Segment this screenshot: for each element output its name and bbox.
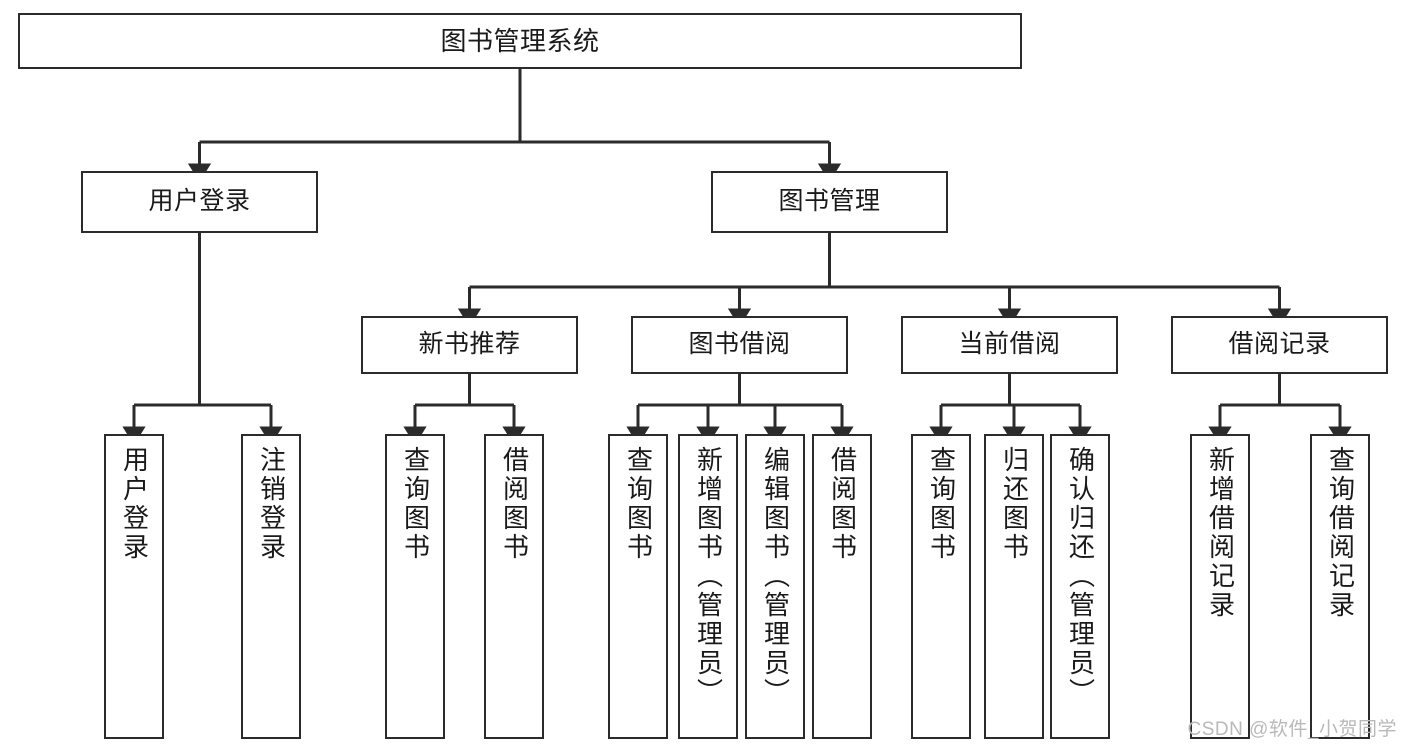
node-root[interactable]: 图书管理系统 bbox=[18, 13, 1022, 69]
node-label: 新增图书（管理员） bbox=[693, 446, 724, 707]
node-borrow[interactable]: 图书借阅 bbox=[631, 316, 848, 374]
node-l-query1[interactable]: 查询图书 bbox=[385, 434, 445, 739]
node-l-editbook[interactable]: 编辑图书（管理员） bbox=[745, 434, 805, 739]
node-l-userlogin[interactable]: 用户登录 bbox=[104, 434, 164, 739]
node-label: 新增借阅记录 bbox=[1205, 446, 1236, 620]
node-l-logout[interactable]: 注销登录 bbox=[241, 434, 301, 739]
node-label: 查询图书 bbox=[400, 446, 431, 562]
node-label: 归还图书 bbox=[999, 446, 1030, 562]
node-l-return[interactable]: 归还图书 bbox=[984, 434, 1044, 739]
node-l-borrow2[interactable]: 借阅图书 bbox=[812, 434, 872, 739]
node-l-confirm[interactable]: 确认归还（管理员） bbox=[1050, 434, 1110, 739]
node-l-query3[interactable]: 查询图书 bbox=[911, 434, 971, 739]
node-label: 借阅记录 bbox=[1228, 330, 1331, 359]
node-records[interactable]: 借阅记录 bbox=[1171, 316, 1388, 374]
node-label: 图书管理系统 bbox=[440, 25, 600, 56]
watermark: CSDN @软件_小贺同学 bbox=[1187, 719, 1397, 740]
node-label: 借阅图书 bbox=[827, 446, 858, 562]
node-l-queryrec[interactable]: 查询借阅记录 bbox=[1310, 434, 1370, 739]
node-l-borrow1[interactable]: 借阅图书 bbox=[484, 434, 544, 739]
node-label: 查询图书 bbox=[623, 446, 654, 562]
node-l-addrec[interactable]: 新增借阅记录 bbox=[1190, 434, 1250, 739]
node-login[interactable]: 用户登录 bbox=[81, 171, 318, 233]
node-label: 编辑图书（管理员） bbox=[760, 446, 791, 707]
node-newbooks[interactable]: 新书推荐 bbox=[361, 316, 578, 374]
node-l-query2[interactable]: 查询图书 bbox=[608, 434, 668, 739]
node-label: 图书借阅 bbox=[688, 330, 791, 359]
node-label: 注销登录 bbox=[256, 446, 287, 562]
node-label: 借阅图书 bbox=[499, 446, 530, 562]
node-current[interactable]: 当前借阅 bbox=[901, 316, 1118, 374]
node-label: 用户登录 bbox=[148, 187, 251, 216]
node-label: 确认归还（管理员） bbox=[1065, 446, 1096, 707]
node-label: 图书管理 bbox=[778, 187, 881, 216]
node-label: 新书推荐 bbox=[418, 330, 521, 359]
node-bookmgmt[interactable]: 图书管理 bbox=[711, 171, 948, 233]
node-label: 当前借阅 bbox=[958, 330, 1061, 359]
node-label: 用户登录 bbox=[119, 446, 150, 562]
node-l-addbook[interactable]: 新增图书（管理员） bbox=[678, 434, 738, 739]
node-label: 查询借阅记录 bbox=[1325, 446, 1356, 620]
node-label: 查询图书 bbox=[926, 446, 957, 562]
